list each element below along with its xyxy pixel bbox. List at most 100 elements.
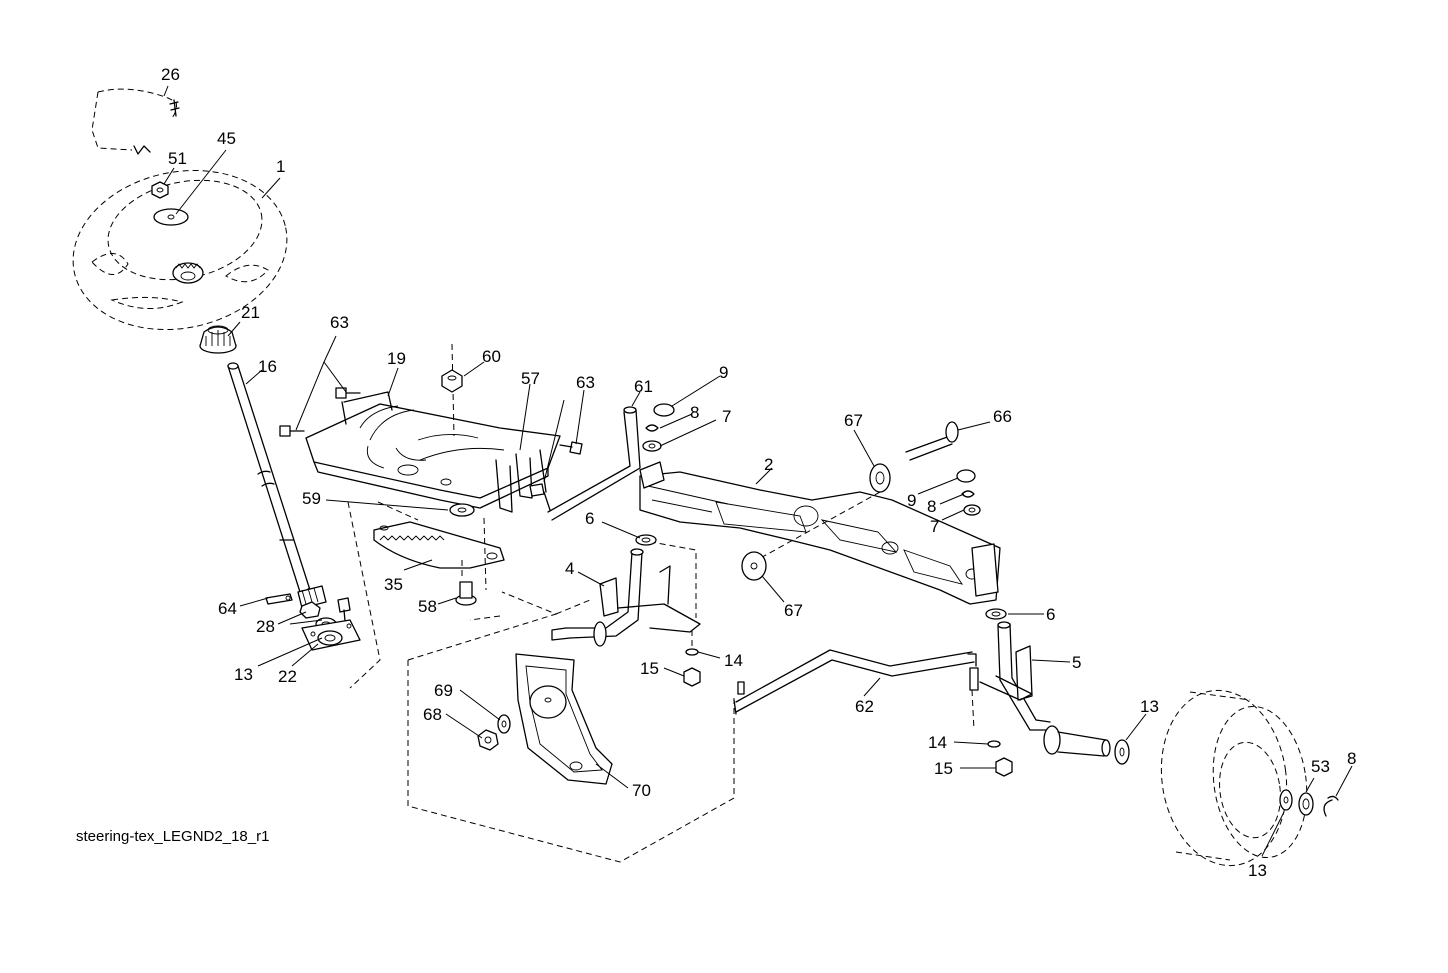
part-washer-45 — [153, 208, 189, 226]
callout-63-right: 63 — [576, 373, 595, 392]
part-clip-8-wheel — [1323, 795, 1339, 817]
callout-8-right: 8 — [927, 497, 936, 516]
part-sector-gear-35 — [373, 521, 505, 580]
callout-21: 21 — [241, 303, 260, 322]
callout-19: 19 — [387, 349, 406, 368]
callout-22: 22 — [278, 667, 297, 686]
part-bolt-63-right — [559, 441, 583, 455]
part-drag-link-61 — [547, 406, 641, 521]
part-washer-7-left — [642, 440, 662, 452]
part-washer-14-right — [969, 667, 1001, 748]
callout-6-right: 6 — [1046, 605, 1055, 624]
assembly-outline-rear — [469, 517, 501, 621]
callout-68: 68 — [423, 705, 442, 724]
callout-9-left: 9 — [719, 363, 728, 382]
callout-53: 53 — [1311, 757, 1330, 776]
callout-61: 61 — [634, 377, 653, 396]
alignment-line-column — [347, 501, 381, 689]
part-front-axle-2 — [639, 471, 1001, 605]
callout-45: 45 — [217, 129, 236, 148]
callout-2: 2 — [764, 455, 773, 474]
part-pin-64 — [265, 593, 293, 605]
callout-labels: 26 45 51 1 21 16 63 19 60 57 63 61 9 8 7… — [161, 65, 1356, 880]
alignment-line-bracket — [377, 501, 419, 521]
callout-26: 26 — [161, 65, 180, 84]
callout-13-axle: 13 — [1140, 697, 1159, 716]
part-steering-cover — [91, 88, 180, 155]
part-nut-15-left — [683, 667, 701, 687]
part-bushing-21 — [199, 325, 237, 354]
callout-16: 16 — [258, 357, 277, 376]
part-nut-15-right — [995, 757, 1013, 777]
callout-67-lower: 67 — [784, 601, 803, 620]
part-washer-53 — [1298, 792, 1314, 816]
callout-14-left: 14 — [724, 651, 743, 670]
part-tie-rod-62 — [733, 649, 977, 715]
callout-64: 64 — [218, 599, 237, 618]
callout-13-left: 13 — [234, 665, 253, 684]
part-bearing-plate-22 — [301, 619, 361, 651]
part-bolt-63-left — [279, 387, 361, 437]
part-spacer-6-right — [985, 608, 1007, 620]
callout-51: 51 — [168, 149, 187, 168]
part-nut-68 — [477, 729, 499, 751]
callout-13-outer: 13 — [1248, 861, 1267, 880]
part-washer-13-axle — [1114, 739, 1130, 765]
part-bushing-67-lower — [741, 551, 767, 581]
part-washer-69 — [497, 714, 511, 734]
callout-59: 59 — [302, 489, 321, 508]
part-bolt-57 — [529, 483, 551, 511]
callout-57: 57 — [521, 369, 540, 388]
part-nut-60 — [441, 343, 463, 437]
callout-14-right: 14 — [928, 733, 947, 752]
part-spindle-4 — [551, 548, 701, 647]
callout-4: 4 — [565, 559, 574, 578]
part-steering-wheel — [72, 169, 288, 331]
part-bushing-67-upper — [745, 463, 891, 567]
callout-8-left: 8 — [690, 403, 699, 422]
part-axle-tube-right — [971, 543, 999, 597]
callout-7-left: 7 — [722, 407, 731, 426]
callout-60: 60 — [482, 347, 501, 366]
assembly-outline-pivot — [639, 539, 697, 618]
callout-63-left: 63 — [330, 313, 349, 332]
callout-1: 1 — [276, 157, 285, 176]
assembly-outline-lower — [407, 591, 591, 661]
assembly-outline-frame — [407, 660, 735, 863]
callout-15-right: 15 — [934, 759, 953, 778]
part-cap-9-left — [653, 403, 675, 417]
diagram-caption: steering-tex_LEGND2_18_r1 — [76, 828, 270, 845]
callout-28: 28 — [256, 617, 275, 636]
callout-15-left: 15 — [640, 659, 659, 678]
part-pivot-bolt-66 — [905, 421, 959, 461]
part-washer-59 — [449, 503, 475, 517]
part-steering-shaft — [227, 362, 327, 609]
part-clip-8-right — [961, 490, 975, 498]
callout-5: 5 — [1072, 653, 1081, 672]
part-washer-14-left — [685, 630, 699, 656]
callout-9-right: 9 — [907, 491, 916, 510]
part-wheel-hub — [172, 262, 204, 284]
part-front-wheel — [1160, 689, 1308, 867]
leader-lines — [163, 85, 1353, 857]
part-nut-51 — [151, 181, 169, 199]
callout-7-right: 7 — [930, 517, 939, 536]
callout-8-wheel: 8 — [1347, 749, 1356, 768]
part-spacer-6-left — [635, 534, 657, 546]
callout-69: 69 — [434, 681, 453, 700]
callout-58: 58 — [418, 597, 437, 616]
part-steering-plate-70 — [515, 653, 613, 785]
callout-67-upper: 67 — [844, 411, 863, 430]
part-clip-8-left — [645, 424, 659, 432]
part-washer-13-outer — [1279, 789, 1293, 811]
callout-66: 66 — [993, 407, 1012, 426]
part-axle-tube-left — [639, 461, 665, 489]
callout-62: 62 — [855, 697, 874, 716]
part-steering-bracket-19 — [305, 391, 561, 513]
callout-6-left: 6 — [585, 509, 594, 528]
callout-70: 70 — [632, 781, 651, 800]
part-cap-9-right — [956, 469, 976, 483]
part-washer-7-right — [963, 504, 981, 516]
part-shoulder-bolt-58 — [455, 581, 477, 606]
